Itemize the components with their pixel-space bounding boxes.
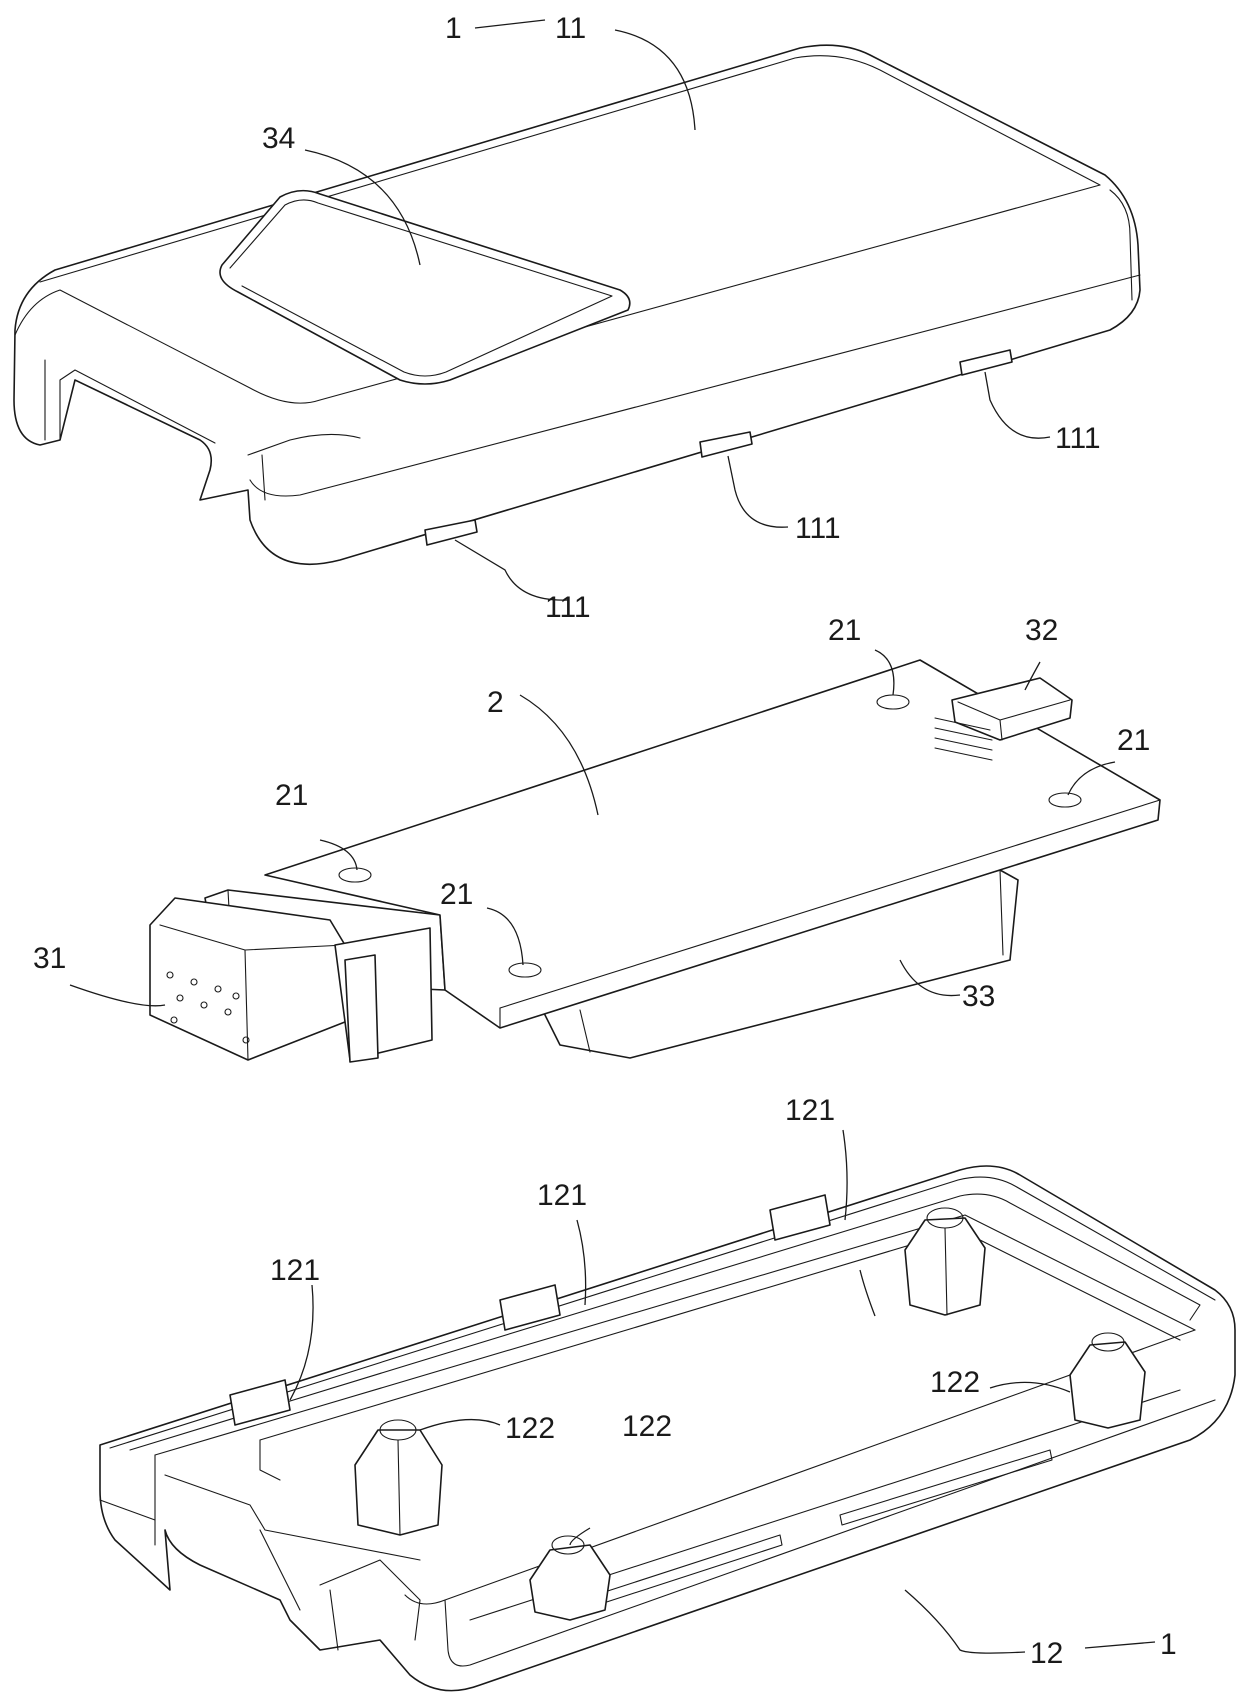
label-111-middle: 111 xyxy=(795,512,841,545)
label-122-center: 122 xyxy=(622,1410,672,1443)
label-121-left: 121 xyxy=(270,1254,320,1287)
label-21-center: 21 xyxy=(440,878,473,911)
label-121-middle: 121 xyxy=(537,1179,587,1212)
label-111-left: 111 xyxy=(545,591,591,624)
label-21-left: 21 xyxy=(275,779,308,812)
label-32: 32 xyxy=(1025,614,1058,647)
label-21-top: 21 xyxy=(828,614,861,647)
label-1-bottom: 1 xyxy=(1160,1628,1177,1661)
label-121-right: 121 xyxy=(785,1094,835,1127)
connector-31 xyxy=(150,890,445,1062)
label-122-right: 122 xyxy=(930,1366,980,1399)
label-21-right: 21 xyxy=(1117,724,1150,757)
label-31: 31 xyxy=(33,942,66,975)
label-33: 33 xyxy=(962,980,995,1013)
label-2: 2 xyxy=(487,686,504,719)
label-1-top: 1 xyxy=(445,12,462,45)
label-12: 12 xyxy=(1030,1637,1063,1670)
label-111-right: 111 xyxy=(1055,422,1101,455)
label-122-left: 122 xyxy=(505,1412,555,1445)
top-cover xyxy=(14,45,1140,564)
label-11: 11 xyxy=(555,12,586,45)
label-34: 34 xyxy=(262,122,295,155)
